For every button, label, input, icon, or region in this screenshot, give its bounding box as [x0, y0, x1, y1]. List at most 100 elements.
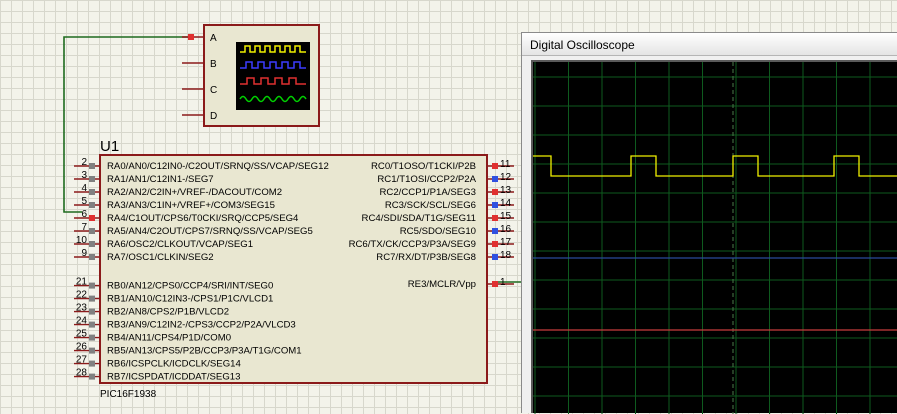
chip-pin-11[interactable]: 11 RC0/T1OSO/T1CKI/P2B: [371, 159, 514, 172]
chip-pin-12[interactable]: 12 RC1/T1OSI/CCP2/P2A: [377, 172, 514, 185]
chip-pin-3[interactable]: 3 RA1/AN1/C12IN1-/SEG7: [74, 170, 214, 185]
pin-number: 3: [81, 170, 87, 181]
pin-label: RB4/AN11/CPS4/P1D/COM0: [107, 333, 231, 344]
pin-marker: [89, 163, 95, 169]
channel-a-trace: [533, 155, 897, 177]
pin-number: 13: [500, 185, 512, 196]
pin-marker: [89, 202, 95, 208]
pin-label: RC4/SDI/SDA/T1G/SEG11: [362, 213, 476, 224]
pin-marker: [89, 295, 95, 302]
pin-number: 10: [76, 235, 88, 246]
oscilloscope-title: Digital Oscilloscope: [530, 38, 635, 52]
pin-marker: [89, 308, 95, 315]
pin-number: 6: [81, 209, 87, 220]
pin-marker: [89, 347, 95, 354]
pin-marker: [89, 334, 95, 341]
pin-number: 18: [500, 250, 512, 261]
pin-label: RA2/AN2/C2IN+/VREF-/DACOUT/COM2: [107, 187, 282, 198]
pin-marker: [89, 189, 95, 195]
pin-number: 26: [76, 342, 88, 353]
pin-marker: [492, 202, 498, 208]
pin-marker: [89, 282, 95, 289]
pin-number: 7: [81, 222, 87, 233]
pin-label: RE3/MCLR/Vpp: [408, 279, 476, 290]
pin-number: 21: [76, 277, 88, 288]
chip-pin-23[interactable]: 23 RB2/AN8/CPS2/P1B/VLCD2: [74, 303, 229, 318]
chip-pin-26[interactable]: 26 RB5/AN13/CPS5/P2B/CCP3/P3A/T1G/COM1: [74, 342, 302, 357]
chip-pin-25[interactable]: 25 RB4/AN11/CPS4/P1D/COM0: [74, 329, 231, 344]
pin-number: 2: [81, 157, 87, 168]
pin-number: 4: [81, 183, 87, 194]
pin-number: 28: [76, 368, 88, 379]
pin-label: RA7/OSC1/CLKIN/SEG2: [107, 252, 214, 263]
pin-marker: [89, 176, 95, 182]
pin-label: RC2/CCP1/P1A/SEG3: [379, 187, 476, 198]
probe-channel-b[interactable]: B: [182, 59, 217, 70]
pin-number: 25: [76, 329, 88, 340]
chip-pin-28[interactable]: 28 RB7/ICSPDAT/ICDDAT/SEG13: [74, 368, 240, 383]
pin-marker: [492, 189, 498, 195]
pin-label: RA1/AN1/C12IN1-/SEG7: [107, 174, 214, 185]
chip-pin-13[interactable]: 13 RC2/CCP1/P1A/SEG3: [379, 185, 514, 198]
pin-number: 24: [76, 316, 88, 327]
oscilloscope-grid: [533, 62, 897, 414]
chip-pin-27[interactable]: 27 RB6/ICSPCLK/ICDCLK/SEG14: [74, 355, 241, 370]
oscilloscope-probe-component[interactable]: A B C D: [182, 24, 320, 127]
pin-number: 23: [76, 303, 88, 314]
pin-label: RC1/T1OSI/CCP2/P2A: [377, 174, 476, 185]
probe-channel-d[interactable]: D: [182, 111, 217, 122]
pin-marker: [492, 163, 498, 169]
pin-label: RB5/AN13/CPS5/P2B/CCP3/P3A/T1G/COM1: [107, 346, 302, 357]
pin-label: RC7/RX/DT/P3B/SEG8: [376, 252, 476, 263]
chip-part-label: PIC16F1938: [100, 389, 157, 400]
pin-marker: [89, 228, 95, 234]
pin-label: RC5/SDO/SEG10: [400, 226, 476, 237]
pin-label: RB6/ICSPCLK/ICDCLK/SEG14: [107, 359, 241, 370]
oscilloscope-window[interactable]: Digital Oscilloscope: [521, 32, 897, 414]
probe-channel-label: B: [210, 59, 217, 70]
oscilloscope-titlebar[interactable]: Digital Oscilloscope: [522, 33, 897, 56]
pin-number: 11: [500, 159, 511, 170]
pin-marker: [492, 215, 498, 221]
pin-label: RB0/AN12/CPS0/CCP4/SRI/INT/SEG0: [107, 281, 273, 292]
pin-label: RC3/SCK/SCL/SEG6: [385, 200, 476, 211]
pin-number: 12: [500, 172, 512, 183]
pin-marker: [492, 241, 498, 247]
chip-pin-21[interactable]: 21 RB0/AN12/CPS0/CCP4/SRI/INT/SEG0: [74, 277, 273, 292]
chip-pin-18[interactable]: 18 RC7/RX/DT/P3B/SEG8: [376, 250, 514, 263]
pin-number: 27: [76, 355, 88, 366]
pin-label: RB3/AN9/C12IN2-/CPS3/CCP2/P2A/VLCD3: [107, 320, 296, 331]
pin-label: RB1/AN10/C12IN3-/CPS1/P1C/VLCD1: [107, 294, 273, 305]
oscilloscope-display[interactable]: [531, 60, 897, 414]
pin-label: RB7/ICSPDAT/ICDDAT/SEG13: [107, 372, 240, 383]
chip-pin-4[interactable]: 4 RA2/AN2/C2IN+/VREF-/DACOUT/COM2: [74, 183, 282, 198]
pin-marker: [89, 321, 95, 328]
chip-reference-label: U1: [100, 138, 119, 155]
pin-label: RC0/T1OSO/T1CKI/P2B: [371, 161, 476, 172]
pin-number: 5: [81, 196, 87, 207]
probe-channel-a[interactable]: A: [182, 33, 217, 44]
probe-channel-c[interactable]: C: [182, 85, 217, 96]
pin-marker: [89, 241, 95, 247]
pin-marker: [89, 254, 95, 260]
pin-label: RB2/AN8/CPS2/P1B/VLCD2: [107, 307, 229, 318]
chip-pin-24[interactable]: 24 RB3/AN9/C12IN2-/CPS3/CCP2/P2A/VLCD3: [74, 316, 296, 331]
wire-ra4-to-probe-a[interactable]: [63, 36, 188, 213]
pin-marker: [492, 176, 498, 182]
oscilloscope-waveform-icon: [236, 42, 310, 110]
probe-channel-label: A: [210, 33, 217, 44]
